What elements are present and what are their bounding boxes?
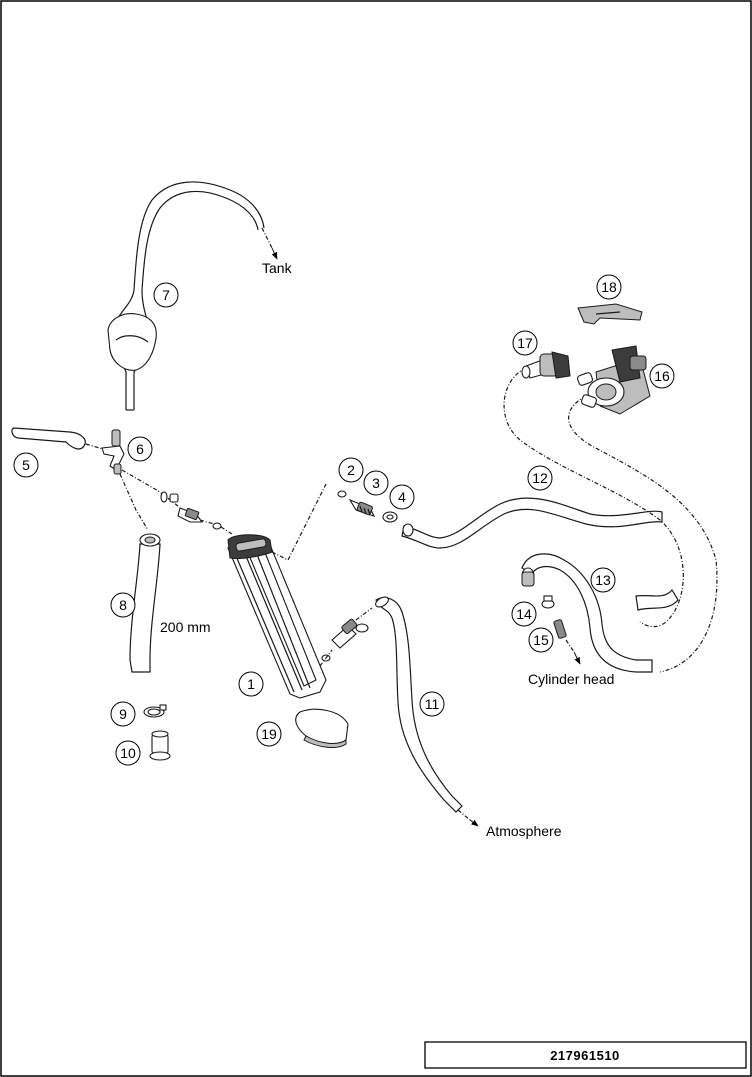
canister-left-fittings bbox=[160, 491, 233, 535]
callout-10: 10 bbox=[115, 740, 141, 766]
callout-18: 18 bbox=[596, 274, 622, 300]
tank-label: Tank bbox=[262, 260, 293, 276]
callout-11: 11 bbox=[419, 691, 445, 717]
purge-hose-long bbox=[401, 497, 663, 549]
callout-5: 5 bbox=[13, 452, 39, 478]
callout-3: 3 bbox=[363, 470, 389, 496]
callout-number: 5 bbox=[22, 457, 30, 473]
bracket bbox=[577, 303, 643, 325]
valve-connector bbox=[521, 351, 571, 379]
t-piece bbox=[101, 429, 125, 475]
callout-number: 16 bbox=[654, 368, 670, 384]
callout-12: 12 bbox=[527, 465, 553, 491]
callout-7: 7 bbox=[153, 282, 179, 308]
hose-left-short bbox=[11, 427, 107, 451]
cover bbox=[295, 708, 349, 748]
callout-14: 14 bbox=[511, 601, 537, 627]
reference-box: 217961510 bbox=[424, 1041, 747, 1069]
callout-9: 9 bbox=[110, 701, 136, 727]
callout-number: 7 bbox=[162, 287, 170, 303]
callout-number: 8 bbox=[119, 597, 127, 613]
callout-number: 4 bbox=[398, 489, 406, 505]
callout-number: 15 bbox=[533, 632, 549, 648]
callout-8: 8 bbox=[110, 592, 136, 618]
callout-4: 4 bbox=[389, 484, 415, 510]
callout-number: 19 bbox=[261, 726, 277, 742]
tank-hose bbox=[107, 181, 278, 411]
canister-right-fittings bbox=[319, 607, 373, 667]
callout-number: 2 bbox=[347, 462, 355, 478]
callout-number: 9 bbox=[119, 706, 127, 722]
charcoal-canister bbox=[227, 483, 327, 699]
callout-number: 17 bbox=[517, 335, 533, 351]
callout-1: 1 bbox=[238, 671, 264, 697]
callout-17: 17 bbox=[512, 330, 538, 356]
restrictor-15 bbox=[553, 619, 581, 665]
hose-clamp-3 bbox=[382, 511, 398, 523]
hose-200mm bbox=[129, 533, 161, 673]
hose-clamp-small bbox=[143, 704, 167, 718]
cylinder-head-label: Cylinder head bbox=[528, 671, 614, 687]
atmosphere-label: Atmosphere bbox=[486, 823, 562, 839]
purge-valve bbox=[577, 345, 651, 415]
nozzle bbox=[348, 498, 376, 517]
callout-6: 6 bbox=[127, 436, 153, 462]
callout-13: 13 bbox=[590, 567, 616, 593]
callout-2: 2 bbox=[338, 457, 364, 483]
atmosphere-hose bbox=[375, 596, 479, 827]
callout-number: 1 bbox=[247, 676, 255, 692]
length-label: 200 mm bbox=[160, 619, 211, 635]
callout-number: 10 bbox=[120, 745, 136, 761]
clamp-14 bbox=[541, 595, 555, 609]
callout-16: 16 bbox=[649, 363, 675, 389]
reference-number: 217961510 bbox=[550, 1048, 620, 1063]
callout-number: 6 bbox=[136, 441, 144, 457]
callout-number: 12 bbox=[532, 470, 548, 486]
callout-number: 14 bbox=[516, 606, 532, 622]
callout-number: 11 bbox=[425, 696, 440, 712]
callout-number: 3 bbox=[372, 475, 380, 491]
callout-19: 19 bbox=[256, 721, 282, 747]
o-ring bbox=[337, 490, 347, 498]
callout-15: 15 bbox=[528, 627, 554, 653]
callout-number: 18 bbox=[601, 279, 617, 295]
hose-cylinder bbox=[521, 553, 653, 673]
callout-number: 13 bbox=[595, 572, 611, 588]
sleeve bbox=[149, 730, 171, 761]
